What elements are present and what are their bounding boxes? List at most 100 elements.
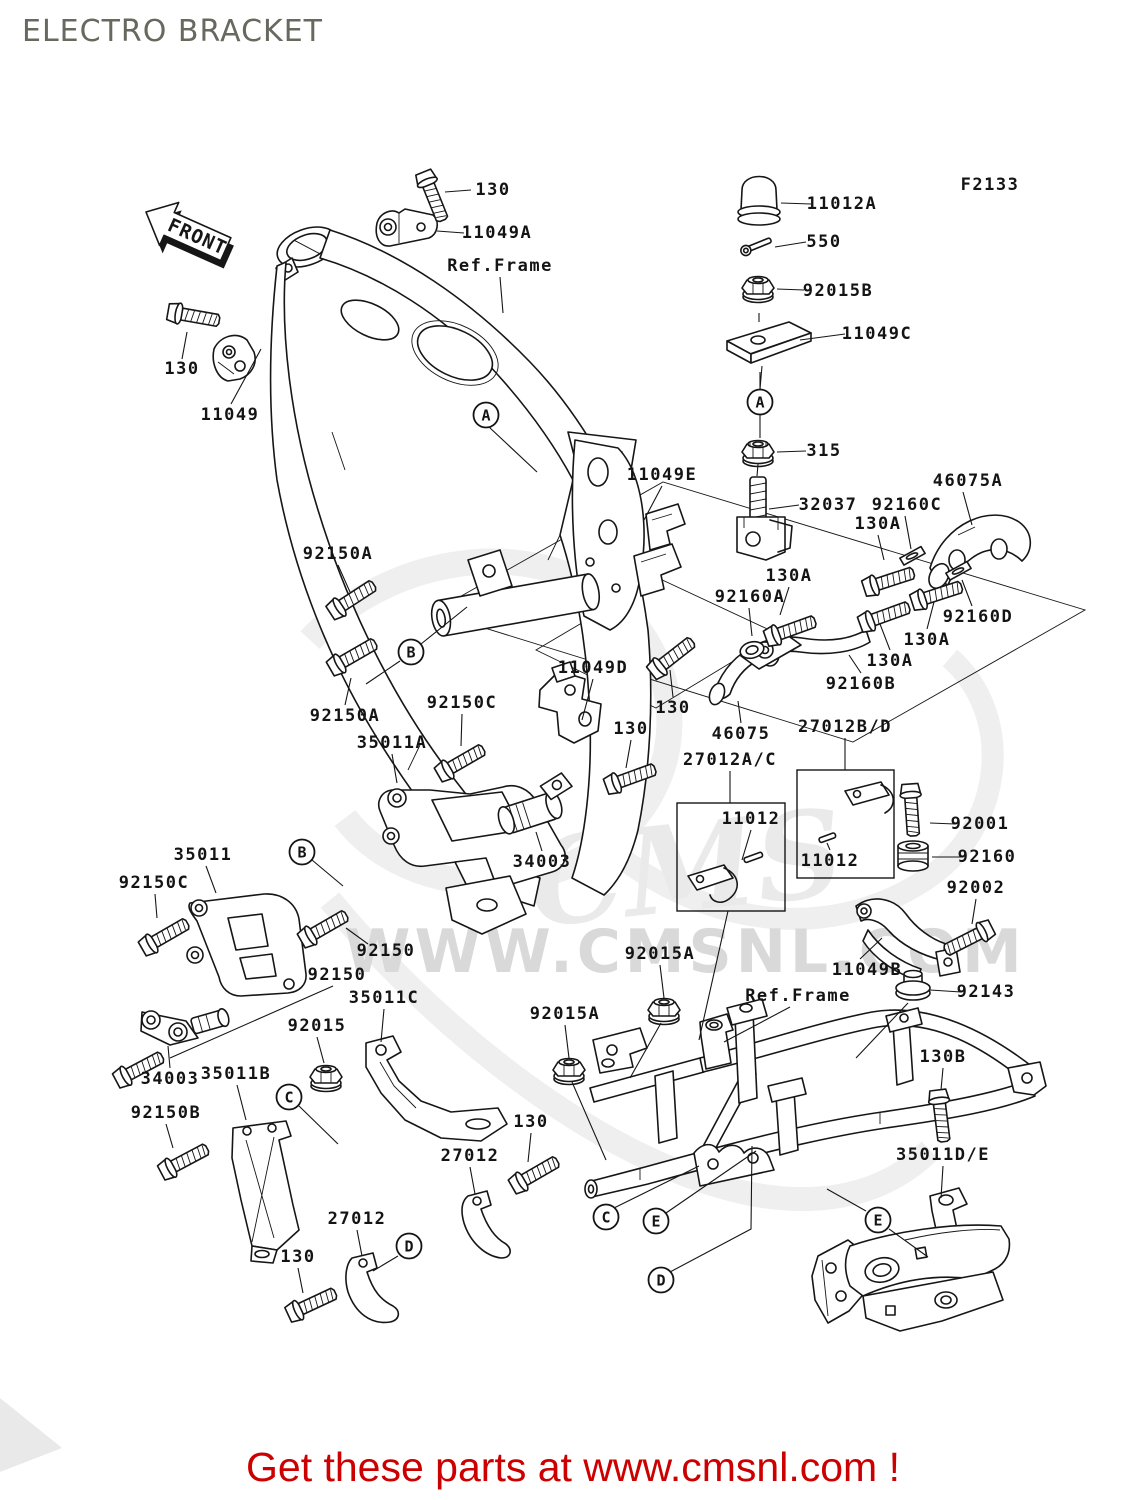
part-label-130A: 130A	[867, 651, 914, 671]
part-label-46075A: 46075A	[933, 471, 1003, 491]
part-label-92150B: 92150B	[131, 1103, 201, 1123]
stud-32037	[736, 476, 793, 561]
handle-parts-drawing	[708, 514, 1032, 706]
part-label-34003: 34003	[513, 852, 572, 872]
part-label-35011C: 35011C	[349, 988, 419, 1008]
right-column-parts-drawing	[726, 175, 812, 561]
guide-27012-left-drawing	[345, 1252, 400, 1324]
electro-bracket-assembly-drawing	[430, 431, 686, 744]
svg-text:D: D	[656, 1272, 665, 1290]
part-label-130A: 130A	[855, 514, 902, 534]
callout-B: B	[288, 838, 316, 866]
fasteners	[110, 167, 998, 1326]
part-label-92150A: 92150A	[303, 544, 373, 564]
part-label-11049B: 11049B	[832, 960, 902, 980]
callout-B: B	[397, 638, 425, 666]
bracket-11049A-drawing	[375, 208, 438, 247]
part-label-92002: 92002	[947, 878, 1006, 898]
part-label-92160C: 92160C	[872, 495, 942, 515]
part-label-130A: 130A	[766, 566, 813, 586]
svg-text:A: A	[755, 394, 764, 412]
bolt-130-sub	[506, 1151, 564, 1197]
part-label-92160B: 92160B	[826, 674, 896, 694]
bracket-35011B-drawing	[231, 1120, 300, 1264]
svg-text:C: C	[601, 1209, 610, 1227]
part-label-Ref.Frame: Ref.Frame	[447, 256, 553, 276]
svg-text:A: A	[481, 407, 490, 425]
part-label-35011D/E: 35011D/E	[896, 1145, 990, 1165]
callout-D: D	[395, 1232, 423, 1260]
callouts-layer: A A B B C C D D E E	[275, 388, 892, 1294]
rear-subframe-drawing	[584, 998, 1047, 1199]
grommet-92160	[897, 840, 929, 872]
callout-E: E	[642, 1207, 670, 1235]
part-label-Ref.Frame: Ref.Frame	[745, 986, 851, 1006]
part-label-130: 130	[164, 359, 199, 379]
part-label-92160A: 92160A	[715, 587, 785, 607]
part-label-130: 130	[475, 180, 510, 200]
svg-text:E: E	[873, 1212, 882, 1230]
part-label-130: 130	[655, 698, 690, 718]
svg-text:C: C	[284, 1089, 293, 1107]
shim-92160C	[898, 545, 927, 567]
bracket-35011-drawing	[186, 893, 307, 997]
callout-D: D	[647, 1266, 675, 1294]
part-label-11049: 11049	[201, 405, 260, 425]
part-label-92160: 92160	[958, 847, 1017, 867]
nut-92015A-2	[552, 1057, 586, 1086]
stay-35011DE-drawing	[811, 1187, 1011, 1332]
bracket-11049-drawing	[212, 334, 256, 382]
nut-92015A-1	[647, 997, 681, 1026]
footer-banner[interactable]: Get these parts at www.cmsnl.com !	[246, 1444, 900, 1490]
part-label-35011A: 35011A	[357, 733, 427, 753]
part-label-92015A: 92015A	[625, 944, 695, 964]
part-label-92160D: 92160D	[943, 607, 1013, 627]
part-label-27012: 27012	[328, 1209, 387, 1229]
part-label-11049E: 11049E	[627, 465, 697, 485]
part-label-32037: 32037	[799, 495, 858, 515]
part-label-92015: 92015	[288, 1016, 347, 1036]
bracket-35011C-drawing	[365, 1035, 508, 1142]
figure-code: F2133	[961, 175, 1020, 195]
part-label-92150C: 92150C	[427, 693, 497, 713]
part-label-35011B: 35011B	[201, 1064, 271, 1084]
part-34003-lower-drawing	[140, 1008, 230, 1046]
part-label-11049A: 11049A	[462, 223, 532, 243]
part-label-130B: 130B	[920, 1047, 967, 1067]
svg-text:B: B	[406, 644, 415, 662]
part-label-35011: 35011	[174, 845, 233, 865]
bolt-92001	[898, 782, 925, 838]
part-label-92150: 92150	[357, 941, 416, 961]
part-label-92150A: 92150A	[310, 706, 380, 726]
guide-27012-mid-drawing	[461, 1190, 511, 1259]
grommet-92143	[895, 969, 931, 1001]
bolt-130A-4	[855, 596, 914, 636]
front-arrow: FRONT	[145, 201, 234, 269]
part-label-27012B/D: 27012B/D	[798, 717, 892, 737]
part-label-34003: 34003	[141, 1069, 200, 1089]
part-label-92015B: 92015B	[803, 281, 873, 301]
part-label-11012A: 11012A	[807, 194, 877, 214]
part-label-46075: 46075	[712, 724, 771, 744]
bolt-92150C-left	[136, 913, 194, 959]
part-label-130A: 130A	[904, 630, 951, 650]
part-label-130: 130	[280, 1247, 315, 1267]
part-label-11012: 11012	[722, 809, 781, 829]
part-label-550: 550	[806, 232, 841, 252]
part-label-92143: 92143	[957, 982, 1016, 1002]
callout-A: A	[746, 388, 774, 416]
bolt-130-bottomleft	[282, 1282, 341, 1326]
nut-92015B	[741, 275, 775, 304]
bolt-92150B	[155, 1138, 213, 1184]
part-label-27012A/C: 27012A/C	[683, 750, 777, 770]
svg-text:B: B	[297, 844, 306, 862]
part-label-92150: 92150	[308, 965, 367, 985]
part-labels-layer: 13011049ARef.Frame1301104911012A55092015…	[119, 180, 1017, 1267]
nut-92015	[309, 1064, 343, 1093]
part-label-315: 315	[806, 441, 841, 461]
part-label-27012: 27012	[441, 1146, 500, 1166]
bolt-130-left	[165, 300, 222, 332]
page-title: ELECTRO BRACKET	[22, 14, 323, 49]
